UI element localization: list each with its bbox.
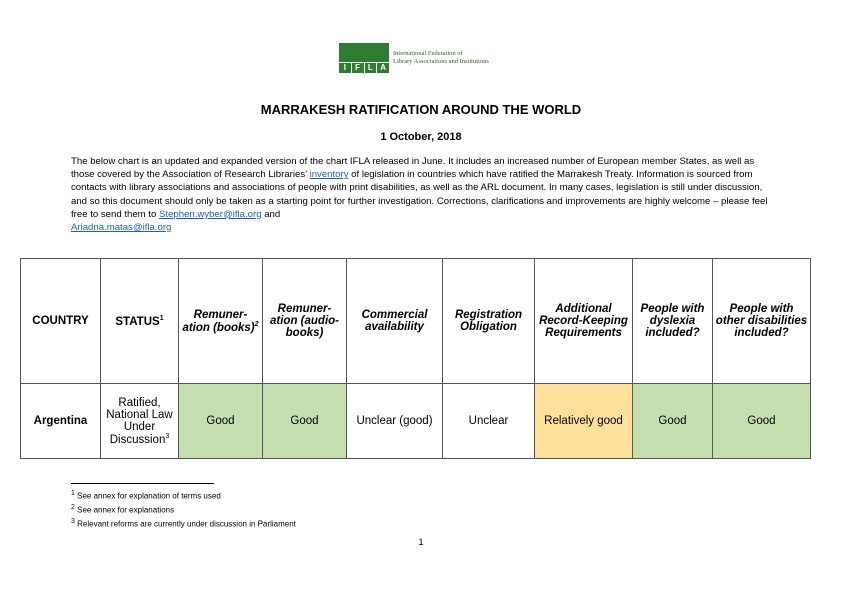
logo-line-1: International Federation of [393,50,463,57]
header-remuneration-books: Remuner-ation (books)2 [178,258,263,384]
cell-dyslexia: Good [632,383,713,459]
header-other-disabilities: People with other disabilities included? [712,258,811,384]
email-link-ariadna[interactable]: Ariadna.matas@ifla.org [71,222,172,234]
cell-remuneration-audiobooks: Good [262,383,347,459]
table-row: Argentina Ratified, National Law Under D… [20,383,811,459]
cell-remuneration-books: Good [178,383,263,459]
header-status-label: STATUS [115,315,160,328]
cell-record-keeping: Relatively good [534,383,633,459]
header-remuneration-audiobooks: Remuner-ation (audio-books) [262,258,347,384]
footnote-ref: 1 [159,314,164,322]
header-commercial-availability: Commercial availability [346,258,443,384]
logo-line-2: Library Associations and Institutions [393,58,489,65]
header-country: COUNTRY [20,258,101,384]
footnote: 1 See annex for explanation of terms use… [71,490,221,501]
logo-letter: I [343,63,346,72]
cell-commercial-availability: Unclear (good) [346,383,443,459]
logo-text: International Federation of Library Asso… [393,50,489,66]
logo-letter: L [363,62,377,73]
table-header-row: COUNTRY STATUS1 Remuner-ation (books)2 R… [20,258,811,384]
logo-mark: I F L A [339,43,389,73]
ifla-logo: I F L A International Federation of Libr… [339,43,489,73]
logo-letter: F [350,62,364,73]
footnote-ref: 2 [254,320,259,328]
header-record-keeping: Additional Record-Keeping Requirements [534,258,633,384]
intro-text-1: The below chart is an updated and expand… [71,156,755,181]
document-title: MARRAKESH RATIFICATION AROUND THE WORLD [260,102,582,117]
email-link-stephen[interactable]: Stephen.wyber@ifla.org [159,208,262,220]
header-rem-books-label: Remuner-ation (books) [182,308,255,334]
footnote: 2 See annex for explanations [71,504,175,515]
ratification-table: COUNTRY STATUS1 Remuner-ation (books)2 R… [20,258,811,459]
footnote: 3 Relevant reforms are currently under d… [71,518,296,529]
footnote-divider [71,483,214,484]
cell-other-disabilities: Good [712,383,811,459]
logo-letter: A [376,62,389,73]
page-number: 1 [418,537,424,547]
header-dyslexia: People with dyslexia included? [632,258,713,384]
footnote-ref: 3 [165,432,170,440]
cell-status: Ratified, National Law Under Discussion3 [100,383,179,459]
header-registration-obligation: Registration Obligation [442,258,535,384]
cell-country: Argentina [20,383,101,459]
intro-paragraph: The below chart is an updated and expand… [71,155,771,234]
cell-status-text: Ratified, National Law Under Discussion [106,396,173,446]
intro-text-and: and [261,208,281,220]
header-status: STATUS1 [100,258,179,384]
intro-text-2: of legislation in countries which have r… [71,169,768,220]
cell-registration-obligation: Unclear [442,383,535,459]
document-date: 1 October, 2018 [380,131,462,143]
inventory-link[interactable]: inventory [309,169,349,181]
footnotes: 1 See annex for explanation of terms use… [71,488,296,530]
